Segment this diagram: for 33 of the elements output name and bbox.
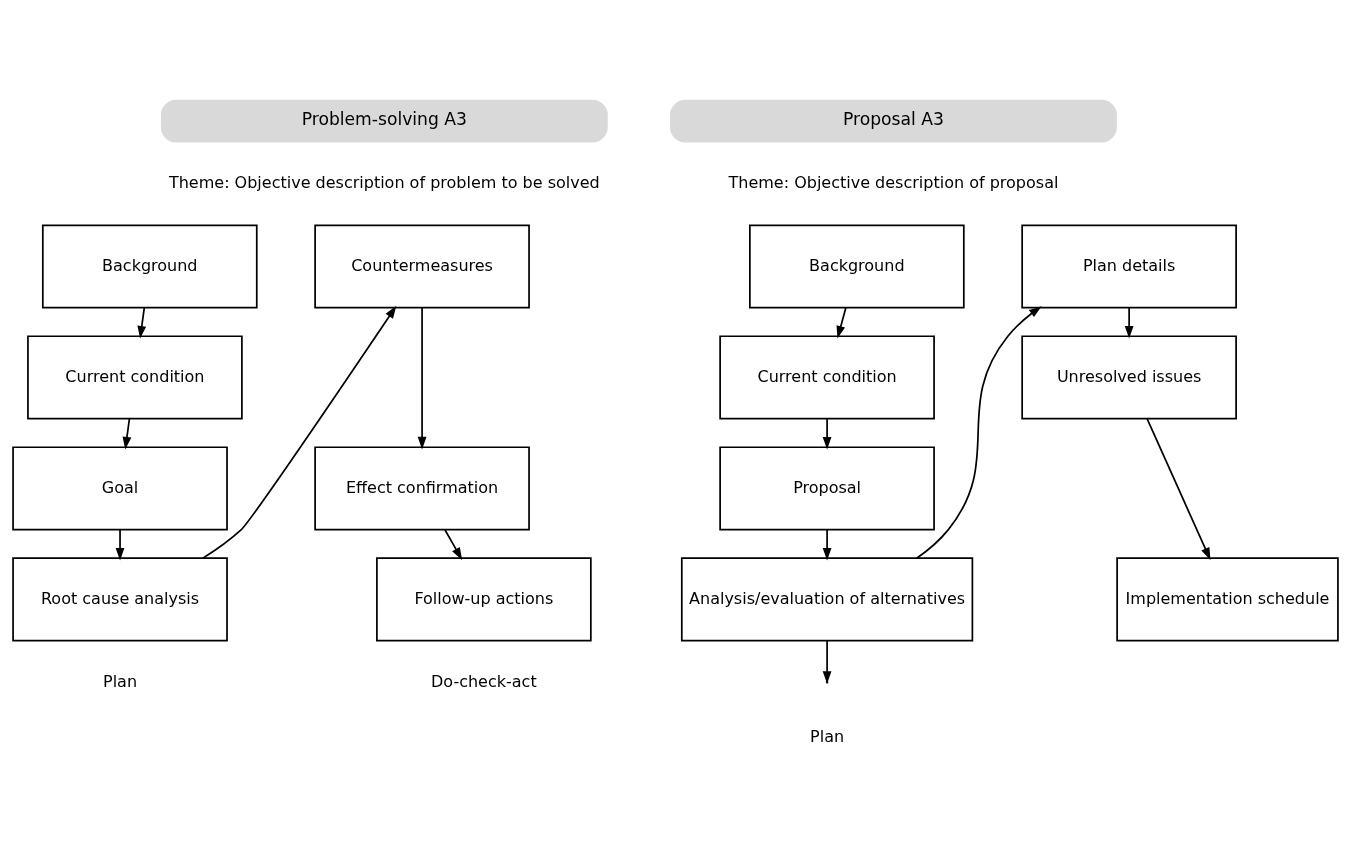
- label: Theme: Objective description of proposal: [728, 172, 1059, 192]
- node-box: Problem-solving A3: [160, 99, 608, 143]
- arrow: [1124, 306, 1134, 339]
- node-box: Analysis/evaluation of alternatives: [680, 557, 974, 642]
- label: Do-check-act: [431, 671, 537, 691]
- arrow: [115, 528, 125, 561]
- arrow: [915, 306, 1042, 560]
- arrow: [444, 528, 463, 561]
- label: Plan: [103, 671, 138, 691]
- node-box: Proposal: [719, 446, 935, 531]
- node-box: Countermeasures: [314, 224, 530, 309]
- arrow: [822, 417, 832, 450]
- node-box: Plan details: [1021, 224, 1237, 309]
- label: Theme: Objective description of problem to be solved: [168, 172, 600, 192]
- node-box: Goal: [12, 446, 228, 531]
- node-box: Follow-up actions: [376, 557, 592, 642]
- arrow: [417, 307, 427, 450]
- node-box: Effect confirmation: [314, 446, 530, 531]
- node-box: Current condition: [719, 335, 935, 420]
- node-box: Root cause analysis: [12, 557, 228, 642]
- node-box: Implementation schedule: [1116, 557, 1339, 642]
- arrow: [1146, 418, 1211, 561]
- arrow: [836, 306, 847, 339]
- node-box: Background: [749, 224, 965, 309]
- arrow: [137, 306, 147, 339]
- arrow: [122, 417, 132, 450]
- node-box: Proposal A3: [670, 99, 1117, 143]
- node-box: Unresolved issues: [1021, 335, 1237, 420]
- arrow: [201, 305, 397, 560]
- label: Plan: [810, 726, 845, 746]
- node-box: Current condition: [27, 335, 243, 420]
- arrow: [822, 528, 832, 561]
- node-box: Background: [41, 224, 258, 309]
